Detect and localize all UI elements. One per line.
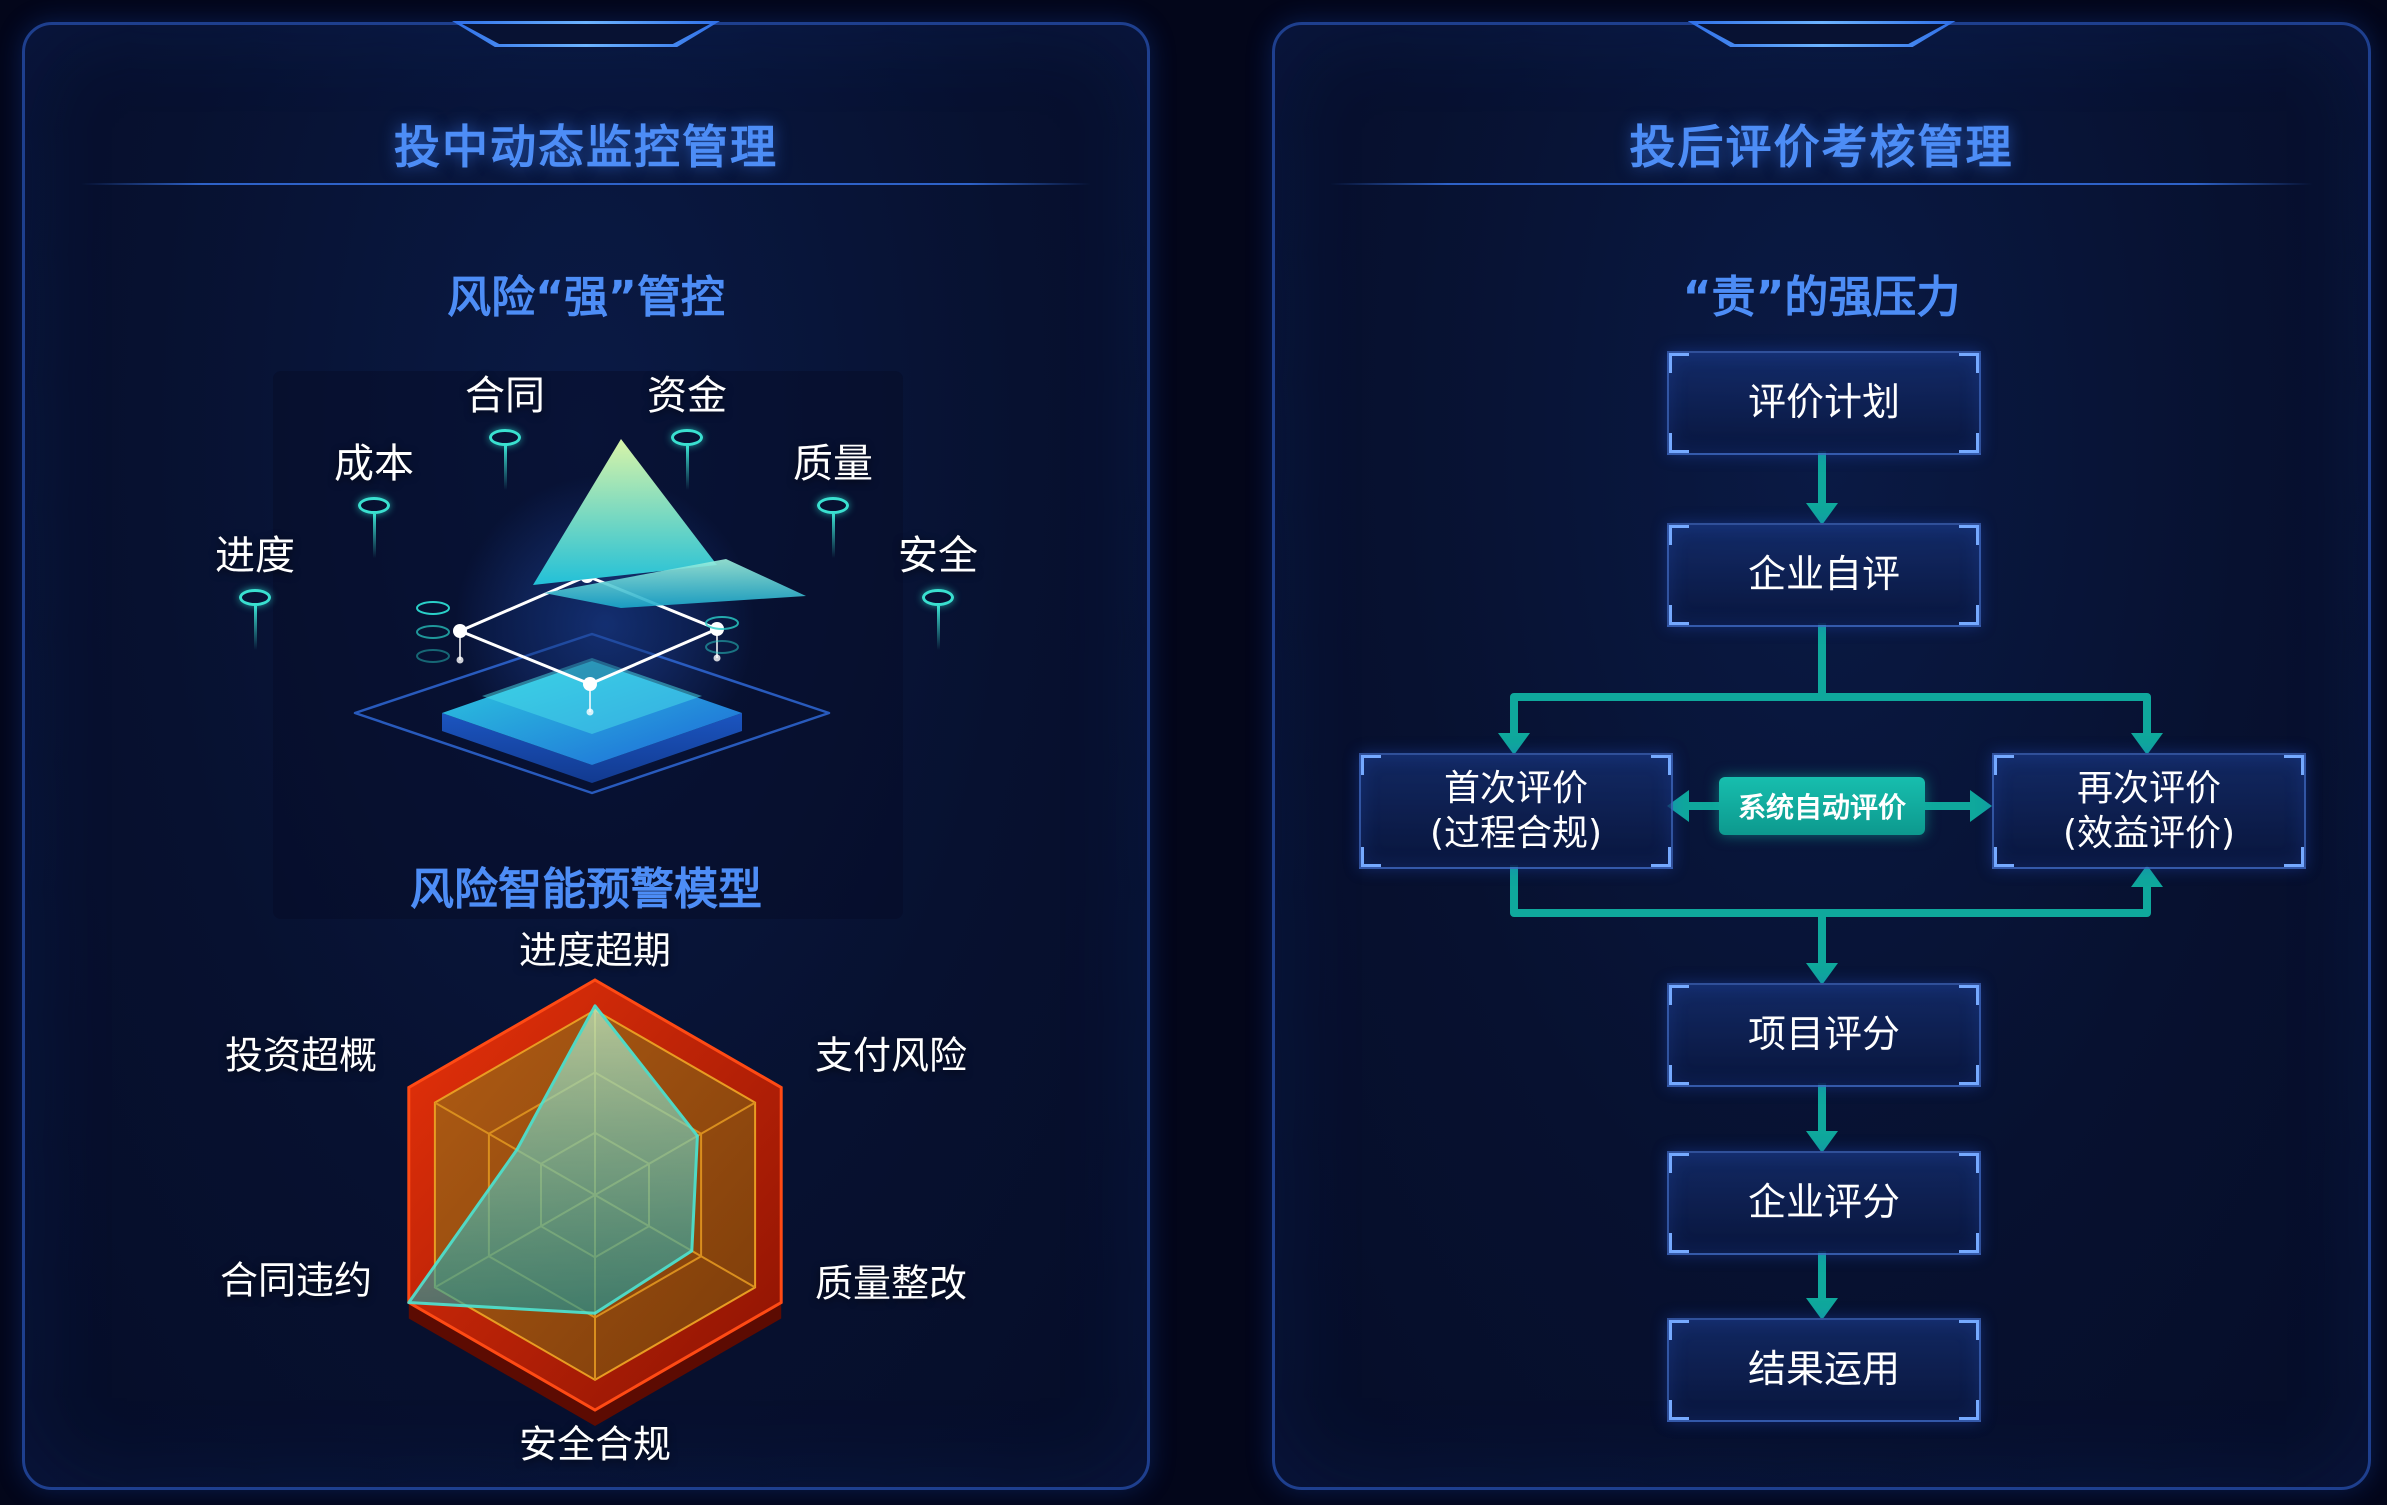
platform-slab-side xyxy=(442,713,742,783)
flow-step-enterprise-score: 企业评分 xyxy=(1667,1151,1981,1255)
radar-label-safety-compliance: 安全合规 xyxy=(518,1422,672,1467)
pin-icon xyxy=(817,497,849,558)
monitor-label-quality: 质量 xyxy=(793,431,873,558)
flow-step-result-application: 结果运用 xyxy=(1667,1318,1981,1422)
title-divider xyxy=(81,183,1091,185)
flow-step-label: 再次评价 (效益评价) xyxy=(2062,768,2236,854)
left-panel-title: 投中动态监控管理 xyxy=(394,120,778,174)
right-panel-title: 投后评价考核管理 xyxy=(1629,120,2014,174)
monitor-label-funds: 资金 xyxy=(647,363,727,490)
flow-arrowheads xyxy=(1498,503,2163,1320)
flow-step-label: 企业评分 xyxy=(1747,1180,1900,1225)
isometric-risk-illustration xyxy=(353,439,831,795)
pin-line xyxy=(503,446,507,490)
platform-slab-upper xyxy=(482,658,702,734)
monitor-label-text: 合同 xyxy=(465,373,545,419)
pin-icon xyxy=(671,429,703,490)
pin-icon xyxy=(922,589,954,650)
flow-step-enterprise-self-evaluation: 企业自评 xyxy=(1667,523,1981,627)
radar-label-contract-breach: 合同违约 xyxy=(219,1258,373,1303)
wireframe-nodes xyxy=(453,569,724,716)
flow-lines xyxy=(1510,451,2151,1298)
monitor-label-progress: 进度 xyxy=(215,523,295,650)
radar-data-polygon xyxy=(407,1004,699,1315)
monitor-label-text: 成本 xyxy=(334,441,414,487)
panel-top-notch-inner xyxy=(1697,24,1946,44)
pin-line xyxy=(685,446,689,490)
monitor-label-text: 安全 xyxy=(898,533,978,579)
paper-plane-wing xyxy=(544,559,806,608)
warning-model-title: 风险智能预警模型 xyxy=(410,864,762,915)
flow-step-project-score: 项目评分 xyxy=(1667,983,1981,1087)
flow-step-system-auto-evaluation: 系统自动评价 xyxy=(1719,777,1925,835)
pin-ring-icon xyxy=(239,589,271,606)
pin-ring-icon xyxy=(671,429,703,446)
paper-plane-main xyxy=(533,439,717,585)
pin-ring-icon xyxy=(922,589,954,606)
title-divider xyxy=(1329,183,2314,185)
pin-icon xyxy=(489,429,521,490)
pin-ring-icon xyxy=(817,497,849,514)
monitor-label-text: 资金 xyxy=(647,373,727,419)
flow-step-evaluation-plan: 评价计划 xyxy=(1667,351,1981,455)
radar-label-over-budget: 投资超概 xyxy=(224,1033,378,1078)
panel-top-notch-inner xyxy=(462,24,710,44)
risk-control-subtitle: 风险“强”管控 xyxy=(447,272,725,323)
pin-line xyxy=(831,514,835,558)
pin-line xyxy=(936,606,940,650)
flow-step-label: 系统自动评价 xyxy=(1737,791,1906,824)
radar-label-quality-rectify: 质量整改 xyxy=(814,1261,968,1306)
panel-top-notch xyxy=(1687,21,1956,47)
pin-ring-icon xyxy=(358,497,390,514)
pin-line xyxy=(253,606,257,650)
flow-step-label: 项目评分 xyxy=(1747,1012,1900,1057)
flow-step-label: 企业自评 xyxy=(1747,552,1900,597)
panel-post-investment-evaluation: 投后评价考核管理 “责”的强压力 xyxy=(1272,21,2371,1490)
platform-outline xyxy=(353,632,831,795)
flow-step-label: 评价计划 xyxy=(1747,380,1900,425)
pin-ring-icon xyxy=(489,429,521,446)
flow-step-label: 结果运用 xyxy=(1747,1347,1900,1392)
monitor-label-contract: 合同 xyxy=(465,363,545,490)
monitor-label-safety: 安全 xyxy=(898,523,978,650)
flow-step-label: 首次评价 (过程合规) xyxy=(1429,768,1603,854)
pin-icon xyxy=(239,589,271,650)
ring-stack-decor xyxy=(416,601,739,663)
flow-step-second-evaluation: 再次评价 (效益评价) xyxy=(1992,753,2306,869)
radar-label-payment-risk: 支付风险 xyxy=(814,1033,968,1078)
panel-top-notch xyxy=(452,21,720,47)
pin-icon xyxy=(358,497,390,558)
risk-radar-chart xyxy=(407,978,783,1426)
pin-line xyxy=(372,514,376,558)
radar-label-progress-overdue: 进度超期 xyxy=(518,928,672,973)
monitor-label-text: 质量 xyxy=(793,441,873,487)
responsibility-subtitle: “责”的强压力 xyxy=(1682,272,1961,323)
monitor-label-cost: 成本 xyxy=(334,431,414,558)
panel-during-investment-monitoring: 投中动态监控管理 风险“强”管控 合同 资金 成本 质量 进度 安全 xyxy=(22,21,1150,1490)
flowchart-connectors xyxy=(1498,451,2163,1320)
monitor-label-text: 进度 xyxy=(215,533,295,579)
flow-step-first-evaluation: 首次评价 (过程合规) xyxy=(1359,753,1673,869)
